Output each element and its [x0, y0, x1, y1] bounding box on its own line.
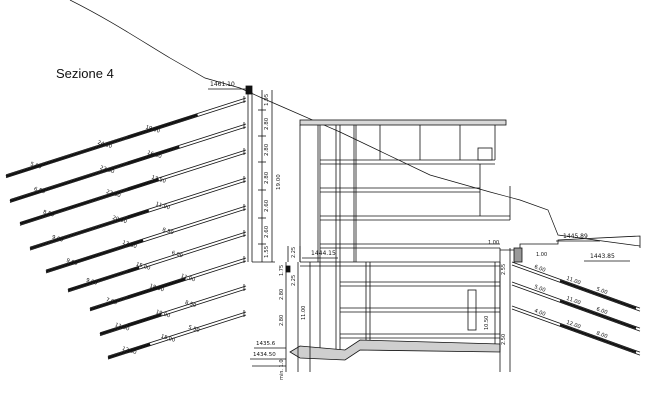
left-anchor-free-3: 8.50	[42, 209, 55, 218]
lower-dim-min: min. 1.0	[279, 359, 285, 380]
left-anchor-group: 24.80 19.00 5.00 23.00 16.50 6.50 22.00 13.50 8.…	[5, 96, 247, 360]
lower-dim-total: 11.00	[301, 306, 307, 320]
elevation-bottom-b: 1434.50	[253, 352, 276, 358]
left-anchor-2: 23.00 16.50 6.50	[9, 122, 247, 203]
right-anchor-label-3-1: 4.00	[533, 308, 546, 318]
right-anchor-label-2-3: 6.00	[595, 306, 608, 316]
left-anchor-free-4: 9.00	[51, 234, 64, 243]
left-anchor-4: 20.00 11.00 9.00	[29, 176, 247, 251]
left-anchor-bonded-1: 19.00	[145, 124, 161, 134]
wall-dim-3: 2.80	[264, 143, 270, 156]
left-anchor-total-3: 22.00	[105, 189, 121, 199]
left-anchor-bonded-5: 8.50	[161, 227, 174, 236]
left-anchor-free-2: 6.50	[33, 186, 46, 195]
elevation-right-low: 1443.85	[590, 253, 615, 260]
right-anchor-label-2-2: 11.00	[565, 296, 581, 307]
left-anchor-1: 24.80 19.00 5.00	[5, 96, 247, 179]
wall-dim-4: 2.80	[264, 171, 270, 184]
right-dim-total: 10.50	[484, 316, 490, 330]
elevation-right-top: 1445.89	[563, 233, 588, 240]
wall-dim-6: 2.60	[264, 225, 270, 238]
right-anchor-label-2-1: 5.00	[533, 284, 546, 294]
left-anchor-total-9: 18.00	[160, 334, 176, 344]
left-anchor-6: 15.00 6.00 9.00	[67, 230, 247, 293]
right-anchor-label-3-2: 12.00	[565, 320, 581, 331]
wall-dimension-chain: 1.95 2.80 2.80 2.80 2.60 2.60 1.55 19.00	[258, 90, 282, 262]
small-dim-a: 2.25	[291, 247, 297, 258]
left-anchor-bonded-3: 13.50	[150, 175, 166, 185]
left-anchor-bonded-4: 11.00	[155, 201, 171, 211]
building-upper	[299, 119, 511, 262]
left-anchor-free-8: 11.00	[114, 322, 130, 332]
left-anchor-bonded-9: 5.50	[187, 325, 200, 334]
elevation-bottom-a: 1435.6	[256, 341, 276, 347]
lower-dimension-chain: 1.75 2.80 2.80 11.00 2.25 min. 1.0	[279, 262, 311, 380]
right-anchor-label-3-3: 8.00	[595, 330, 608, 340]
lower-dim-1: 1.75	[279, 265, 285, 276]
elevation-top: 1461.10	[210, 81, 235, 88]
left-anchor-total-4: 20.00	[111, 215, 127, 225]
left-anchor-7: 18.00 11.00 7.00	[89, 256, 247, 312]
right-anchor-2: 5.00 11.00 6.00	[511, 281, 641, 332]
building-lower	[300, 261, 501, 350]
wall-dim-total: 19.00	[276, 174, 282, 190]
left-anchor-free-6: 9.00	[85, 277, 98, 286]
right-anchor-label-1-3: 5.00	[595, 286, 608, 296]
foundation-slab	[289, 339, 501, 361]
left-anchor-bonded-8: 8.50	[184, 300, 197, 309]
left-anchor-total-8: 19.00	[155, 309, 171, 319]
left-anchor-total-5: 17.50	[121, 240, 137, 250]
wall-dim-1: 1.95	[264, 93, 270, 106]
right-dim-4: 2.50	[501, 334, 507, 345]
left-anchor-bonded-7: 11.00	[180, 273, 196, 283]
wall-cap	[245, 85, 253, 95]
right-anchor-label-1-1: 6.00	[533, 264, 546, 274]
wall-dim-7: 1.55	[264, 245, 270, 258]
left-anchor-9: 18.00 5.50 12.50	[107, 310, 247, 360]
right-anchor-label-1-2: 11.00	[565, 276, 581, 287]
left-anchor-total-6: 15.00	[135, 262, 151, 272]
left-anchor-bonded-6: 6.00	[171, 250, 184, 259]
elevation-mid: 1444.15	[311, 250, 336, 257]
left-anchor-bonded-2: 16.50	[146, 150, 162, 160]
right-anchor-3: 4.00 12.00 8.00	[511, 305, 641, 356]
terrain-line	[69, 0, 641, 247]
wall-dim-2: 2.80	[264, 117, 270, 130]
section-title: Sezione 4	[56, 66, 114, 81]
left-anchor-total-2: 23.00	[99, 165, 115, 175]
left-anchor-free-7: 7.00	[105, 297, 118, 306]
left-anchor-free-1: 5.00	[29, 161, 42, 170]
wall-dim-5: 2.60	[264, 199, 270, 212]
lower-dim-4: 2.25	[291, 275, 297, 286]
right-dim-3: 2.55	[501, 264, 507, 275]
right-dim-1: 1.00	[488, 240, 499, 246]
left-anchor-free-5: 9.00	[65, 258, 78, 267]
left-anchor-total-1: 24.80	[97, 140, 113, 150]
lower-dim-2: 2.80	[279, 289, 285, 300]
lower-dim-3: 2.80	[279, 315, 285, 326]
right-structure: 1.00 1.00 10.50 2.55 2.50	[484, 235, 641, 372]
right-anchor-1: 6.00 11.00 5.00	[511, 261, 641, 312]
left-anchor-total-7: 18.00	[149, 283, 165, 293]
left-anchor-3: 22.00 13.50 8.50	[19, 148, 247, 226]
retaining-wall	[247, 92, 275, 263]
left-anchor-8: 19.00 8.50 11.00	[99, 284, 247, 337]
left-anchor-free-9: 12.50	[121, 346, 137, 356]
left-anchor-5: 17.50 8.50 9.00	[45, 204, 247, 274]
right-anchor-group: 6.00 11.00 5.00 5.00 11.00 6.00 4.00 12.00 8.00	[511, 261, 641, 356]
right-dim-2: 1.00	[536, 252, 547, 258]
